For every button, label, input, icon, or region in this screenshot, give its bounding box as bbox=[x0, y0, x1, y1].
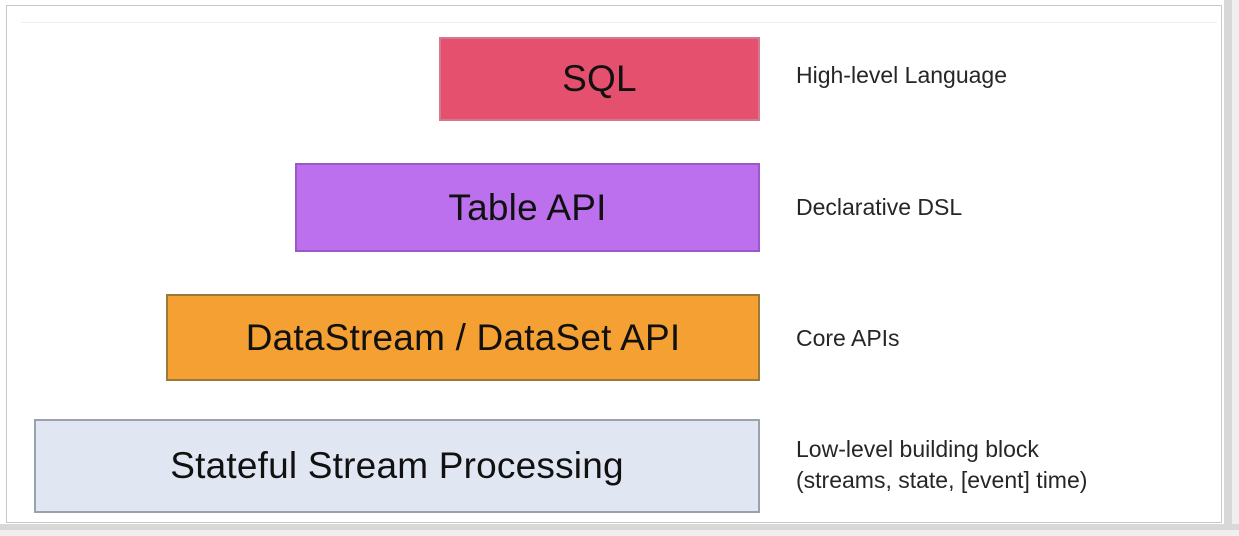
layer-box-table-api[interactable]: Table API bbox=[295, 163, 760, 252]
top-hairline-divider bbox=[21, 22, 1217, 23]
layer-box-datastream-dataset-api[interactable]: DataStream / DataSet API bbox=[166, 294, 760, 381]
layer-description-stateful-stream-processing: Low-level building block (streams, state… bbox=[796, 436, 1088, 493]
layer-box-stateful-stream-processing[interactable]: Stateful Stream Processing bbox=[34, 419, 760, 513]
layer-box-sql[interactable]: SQL bbox=[439, 37, 760, 121]
layer-description-datastream-dataset-api: Core APIs bbox=[796, 325, 900, 351]
diagram-canvas: SQL High-level Language Table API Declar… bbox=[6, 5, 1222, 523]
layer-description-sql: High-level Language bbox=[796, 62, 1007, 88]
layer-description-table-api: Declarative DSL bbox=[796, 194, 963, 220]
